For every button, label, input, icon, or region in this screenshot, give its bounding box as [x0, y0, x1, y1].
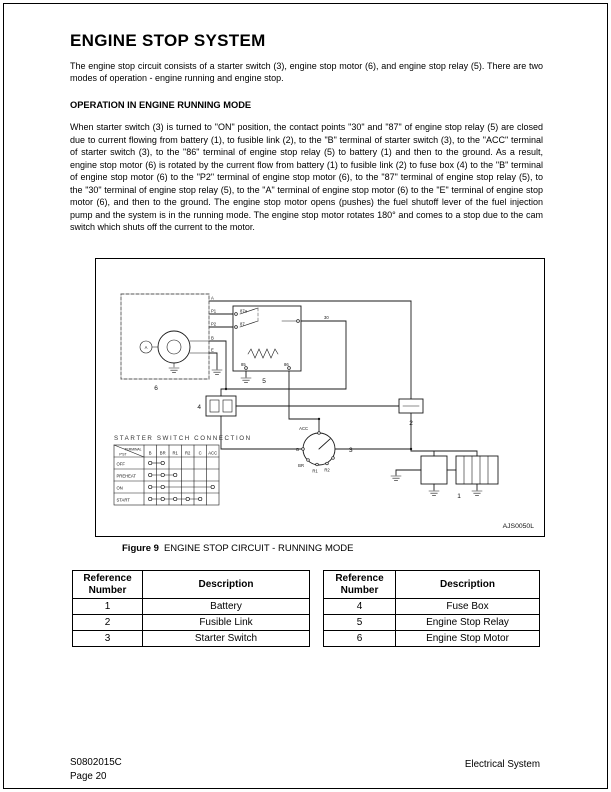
connection-col-header: B	[149, 451, 152, 456]
relay-terminal-label: 86	[284, 362, 289, 367]
description-cell: Battery	[142, 598, 310, 615]
terminal-label: E	[211, 348, 214, 353]
switch-terminal-label: B	[296, 447, 299, 452]
ref-number-cell: 3	[72, 630, 143, 647]
connection-col-header: R1	[173, 451, 179, 456]
ref-number-motor: 6	[154, 385, 158, 392]
description-cell: Fusible Link	[142, 614, 310, 631]
footer-doc-code: S0802015C	[70, 757, 122, 768]
footer-section-name: Electrical System	[464, 759, 540, 770]
connection-table-title: STARTER SWITCH CONNECTION	[114, 435, 252, 442]
circuit-wires	[208, 300, 478, 491]
connection-col-header: ACC	[208, 451, 217, 456]
ref-number-cell: 1	[72, 598, 143, 615]
switch-terminal-label: ACC	[299, 426, 308, 431]
switch-terminal-label: R2	[324, 468, 330, 473]
connection-row-label: ON	[117, 486, 123, 491]
table-row: 5 Engine Stop Relay	[323, 614, 540, 631]
switch-terminal-label: R1	[312, 469, 318, 474]
section-heading: OPERATION IN ENGINE RUNNING MODE	[70, 100, 252, 110]
terminal-label: A	[211, 296, 214, 301]
ref-number-relay: 5	[262, 378, 266, 385]
page-title: ENGINE STOP SYSTEM	[70, 31, 266, 50]
starter-switch-connection-table: STARTER SWITCH CONNECTION TERMINAL P'ST …	[113, 435, 252, 506]
starter-switch-symbol: ACC B BR R1 R2 3	[296, 426, 353, 474]
ref-number-battery: 1	[457, 493, 461, 500]
table-row: 2 Fusible Link	[72, 614, 310, 631]
ref-number-fusible-link: 2	[409, 420, 413, 427]
engine-stop-motor-symbol: A 6	[120, 293, 210, 392]
corner-label-pst: P'ST	[119, 453, 126, 457]
ground-symbols	[168, 367, 483, 496]
relay-terminal-label: 30	[324, 315, 329, 320]
footer-left: S0802015C Page 20	[70, 756, 122, 783]
relay-terminal-label: 85	[241, 362, 246, 367]
circuit-figure: A 6 A P1 P2 B E 87a 87 30 85 86 5	[95, 258, 545, 537]
description-cell: Fuse Box	[395, 598, 540, 615]
figure-caption-text: ENGINE STOP CIRCUIT - RUNNING MODE	[163, 543, 354, 554]
motor-terminal-labels: A P1 P2 B E	[211, 296, 217, 353]
connection-row-label: START	[117, 498, 131, 503]
description-cell: Engine Stop Motor	[395, 630, 540, 647]
figure-caption: Figure 9 ENGINE STOP CIRCUIT - RUNNING MO…	[122, 543, 353, 554]
connection-row-label: PREHEAT	[117, 474, 137, 479]
connection-row-label: OFF	[117, 462, 126, 467]
fuse-box-symbol: 4	[197, 395, 237, 417]
battery-symbol: 1	[420, 455, 499, 500]
terminal-label: B	[211, 336, 214, 341]
ref-number-header: Reference Number	[72, 570, 143, 599]
reference-table-2: Reference Number Description 4 Fuse Box …	[323, 570, 540, 647]
circuit-diagram-svg: A 6 A P1 P2 B E 87a 87 30 85 86 5	[113, 293, 535, 530]
connection-col-header: BR	[160, 451, 166, 456]
table-row: 1 Battery	[72, 598, 310, 615]
connection-col-header: R2	[185, 451, 191, 456]
footer-page-number: Page 20	[70, 770, 107, 782]
ref-number-cell: 2	[72, 614, 143, 631]
description-cell: Starter Switch	[142, 630, 310, 647]
ref-number-cell: 5	[323, 614, 396, 631]
relay-terminal-label: 87	[240, 322, 245, 327]
table-header-row: Reference Number Description	[323, 570, 540, 599]
table-header-row: Reference Number Description	[72, 570, 310, 599]
ref-number-starter-switch: 3	[349, 447, 353, 454]
table-row: 3 Starter Switch	[72, 630, 310, 647]
ref-number-fuse-box: 4	[197, 404, 201, 411]
engine-stop-relay-symbol: 87a 87 30 85 86 5	[232, 305, 329, 385]
switch-terminal-label: BR	[298, 463, 304, 468]
table-row: 6 Engine Stop Motor	[323, 630, 540, 647]
terminal-label: P2	[211, 322, 217, 327]
intro-paragraph: The engine stop circuit consists of a st…	[70, 61, 543, 84]
figure-caption-label: Figure 9	[122, 543, 159, 554]
ref-number-cell: 6	[323, 630, 396, 647]
description-header: Description	[395, 570, 540, 599]
body-paragraph: When starter switch (3) is turned to "ON…	[70, 122, 543, 233]
relay-terminal-label: 87a	[240, 309, 248, 314]
terminal-label: P1	[211, 309, 217, 314]
corner-label-terminal: TERMINAL	[124, 448, 141, 452]
description-header: Description	[142, 570, 310, 599]
table-row: 4 Fuse Box	[323, 598, 540, 615]
reference-table-1: Reference Number Description 1 Battery 2…	[72, 570, 310, 647]
figure-code: AJS0050L	[503, 523, 535, 530]
ref-number-header: Reference Number	[323, 570, 396, 599]
motor-inner-label: A	[145, 345, 148, 350]
connection-col-header: C	[199, 451, 202, 456]
fusible-link-symbol: 2	[398, 398, 424, 427]
description-cell: Engine Stop Relay	[395, 614, 540, 631]
ref-number-cell: 4	[323, 598, 396, 615]
